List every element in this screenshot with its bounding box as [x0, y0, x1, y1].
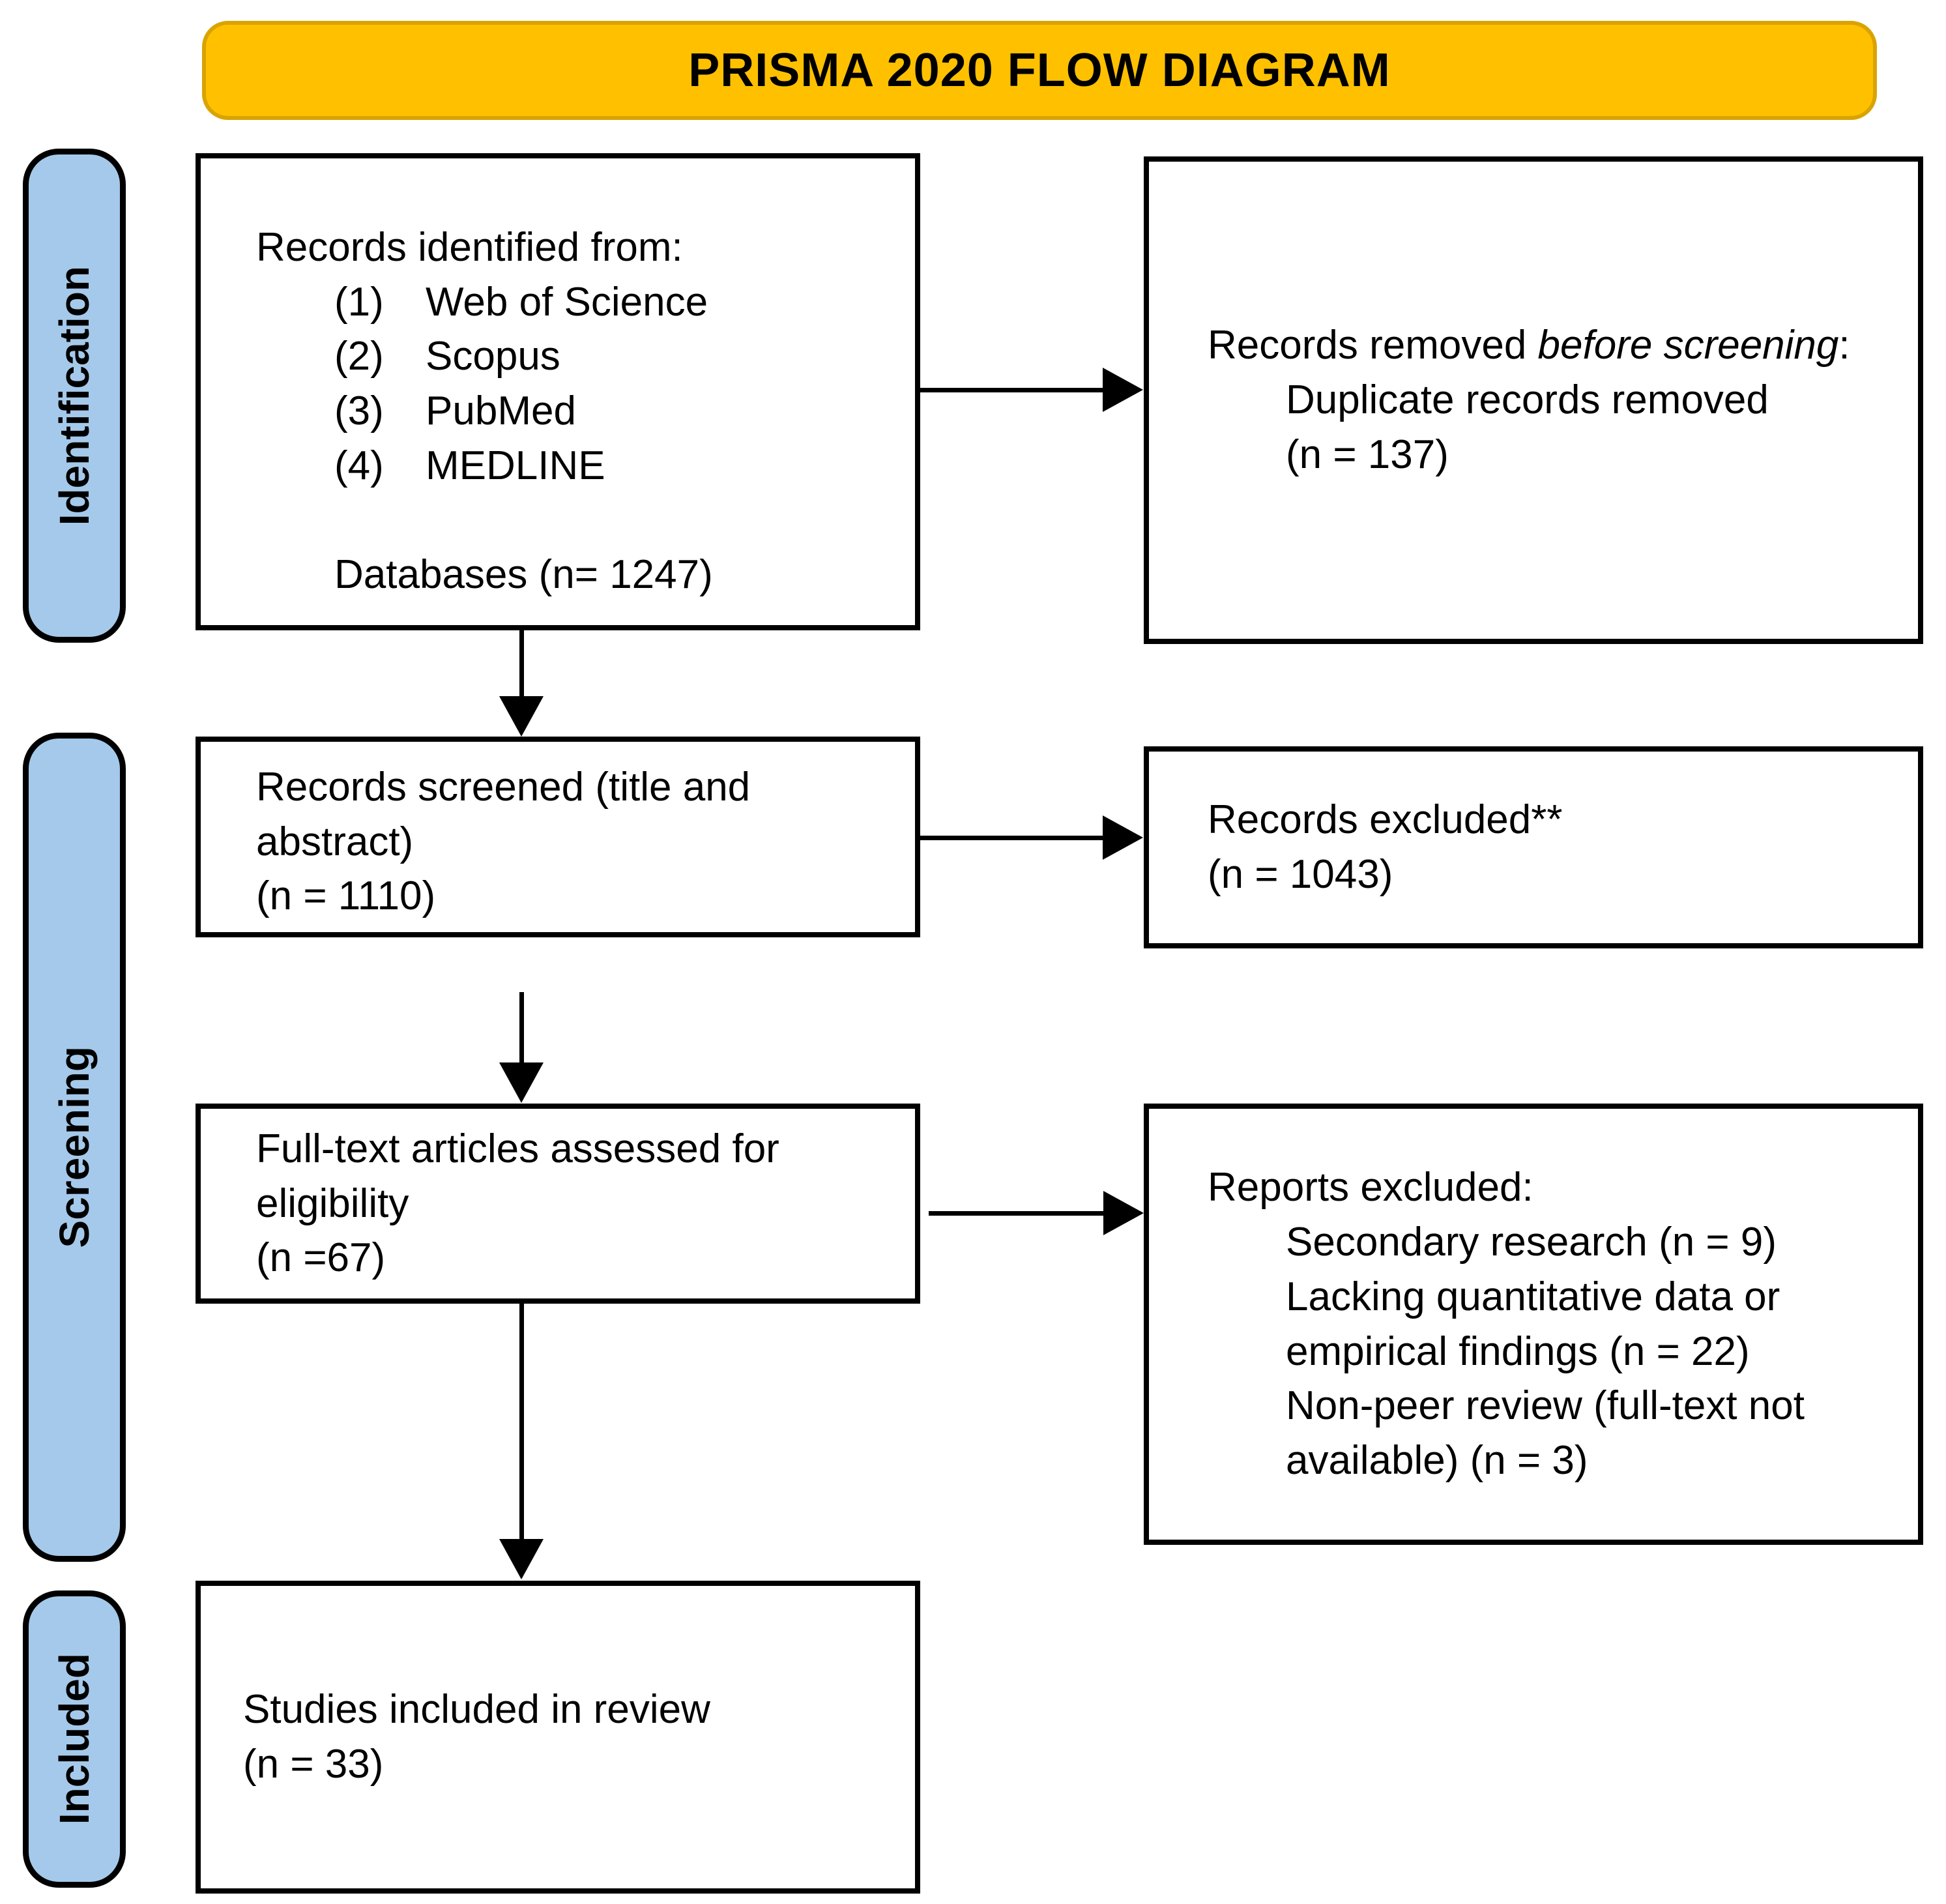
exclusion-reason: Non-peer review (full-text not available…	[1286, 1383, 1805, 1483]
box-records-screened: Records screened (title and abstract) (n…	[196, 737, 920, 937]
arrow-shaft	[519, 630, 524, 700]
arrow-head-icon	[499, 1062, 544, 1103]
arrow-shaft	[519, 992, 524, 1065]
diagram-title: PRISMA 2020 FLOW DIAGRAM	[688, 44, 1391, 96]
exclusion-reason: Secondary research (n = 9)	[1286, 1220, 1777, 1265]
studies-included-line: Studies included in review	[243, 1687, 710, 1733]
arrow-head-icon	[1103, 815, 1143, 860]
records-excluded-count: (n = 1043)	[1208, 852, 1393, 897]
box-reports-excluded: Reports excluded: Secondary research (n …	[1144, 1104, 1923, 1545]
arrow-head-icon	[1103, 368, 1143, 412]
exclusion-reason: Lacking quantitative data or empirical f…	[1286, 1274, 1780, 1374]
arrow-head-icon	[499, 696, 544, 737]
box-records-excluded: Records excluded** (n = 1043)	[1144, 746, 1923, 948]
box-studies-included: Studies included in review (n = 33)	[196, 1581, 920, 1894]
duplicates-removed-line: Duplicate records removed	[1286, 377, 1769, 423]
records-screened-count: (n = 1110)	[256, 873, 436, 919]
box-fulltext-assessed: Full-text articles assessed for eligibil…	[196, 1104, 920, 1304]
fulltext-count: (n =67)	[256, 1235, 386, 1281]
database-item-label: MEDLINE	[426, 443, 605, 488]
fulltext-line2: eligibility	[256, 1180, 409, 1226]
records-removed-heading: Records removed before screening:	[1208, 318, 1892, 373]
box-records-removed: Records removed before screening: Duplic…	[1144, 156, 1923, 644]
records-screened-line2: abstract)	[256, 819, 414, 864]
database-item: (3) PubMed	[334, 384, 889, 439]
duplicates-removed-count: (n = 137)	[1286, 432, 1449, 477]
database-item-label: PubMed	[426, 388, 576, 434]
stage-ribbon-screening: Screening	[23, 733, 126, 1562]
stage-ribbon-included: Included	[23, 1590, 126, 1888]
records-removed-prefix: Records removed	[1208, 323, 1538, 368]
studies-included-count: (n = 33)	[243, 1742, 384, 1787]
stage-label-identification: Identification	[51, 265, 98, 526]
stage-label-screening: Screening	[51, 1046, 98, 1248]
title-banner: PRISMA 2020 FLOW DIAGRAM	[202, 21, 1877, 120]
database-item-number: (2)	[334, 334, 384, 379]
database-item-label: Web of Science	[426, 279, 708, 325]
records-removed-italic: before screening	[1537, 323, 1839, 368]
records-identified-heading: Records identified from:	[256, 225, 683, 270]
arrow-head-icon	[1103, 1191, 1144, 1235]
reports-excluded-heading: Reports excluded:	[1208, 1165, 1533, 1210]
fulltext-line1: Full-text articles assessed for	[256, 1126, 779, 1171]
stage-label-included: Included	[51, 1653, 98, 1825]
database-item-number: (3)	[334, 388, 384, 434]
database-item: (2) Scopus	[334, 329, 889, 384]
box-records-identified: Records identified from: (1) Web of Scien…	[196, 153, 920, 630]
database-item-number: (4)	[334, 443, 384, 488]
arrow-head-icon	[499, 1539, 544, 1579]
records-removed-suffix: :	[1838, 323, 1850, 368]
arrow-shaft	[920, 388, 1104, 392]
stage-ribbon-identification: Identification	[23, 149, 126, 643]
records-excluded-line: Records excluded**	[1208, 797, 1563, 843]
databases-total: Databases (n= 1247)	[334, 552, 713, 598]
database-item: (1) Web of Science	[334, 275, 889, 330]
database-item: (4) MEDLINE	[334, 439, 889, 493]
arrow-shaft	[920, 836, 1104, 840]
database-item-number: (1)	[334, 279, 384, 325]
arrow-shaft	[519, 1304, 524, 1542]
records-screened-line1: Records screened (title and	[256, 765, 751, 810]
arrow-shaft	[929, 1211, 1105, 1216]
database-item-label: Scopus	[426, 334, 560, 379]
